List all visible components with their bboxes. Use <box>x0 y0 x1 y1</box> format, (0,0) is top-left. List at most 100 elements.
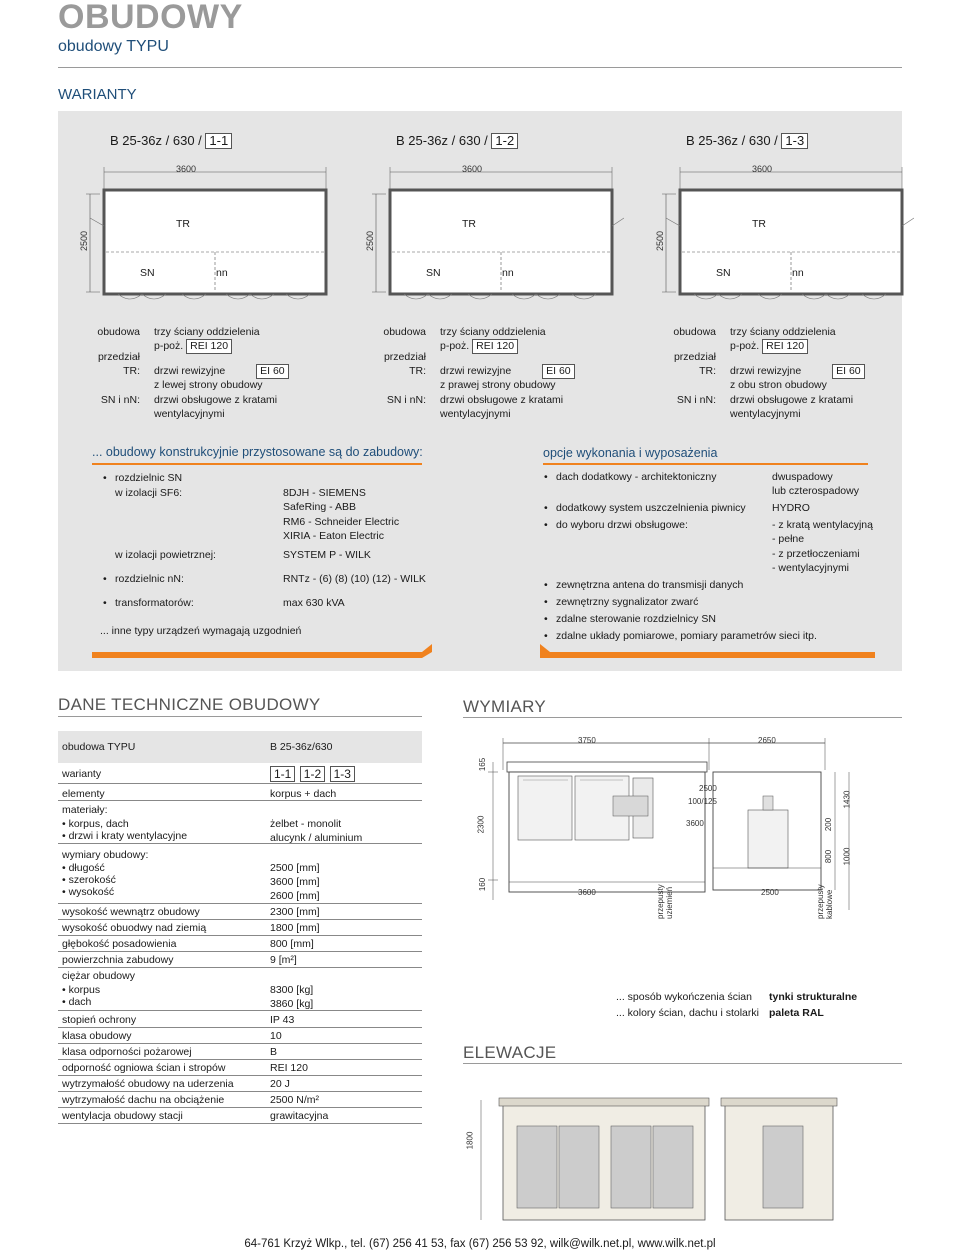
dim-2500: 2500 <box>699 784 717 793</box>
korpus-label: • korpus <box>62 984 101 996</box>
wymiary-drawing <box>488 738 850 910</box>
variant-row-text: drzwi rewizyjne EI 60 <box>154 364 289 379</box>
variant-row-label: SN i nN: <box>100 394 140 406</box>
dlugosc-value: 2500 [mm] <box>270 862 320 874</box>
table-row <box>58 919 422 936</box>
rating-box: REI 120 <box>472 339 519 354</box>
row-label: wysokość obuodwy nad ziemią <box>62 922 207 934</box>
table-row <box>58 1075 422 1092</box>
variant-row-label: SN i nN: <box>386 394 426 406</box>
variant-plan <box>662 167 914 300</box>
konstrukcja-heading: ... obudowy konstrukcyjnie przystosowane… <box>92 445 423 459</box>
tr-label: transformatorów: <box>103 596 194 610</box>
opcja-right: - z przetłoczeniami <box>772 548 860 560</box>
sf6-item: RM6 - Schneider Electric <box>283 516 400 528</box>
type-label: obudowa TYPU <box>62 741 136 753</box>
table-row <box>58 951 422 968</box>
table-row <box>58 1107 422 1124</box>
mat1-value: żelbet - monolit <box>270 818 342 830</box>
variant-code: 1-2 <box>491 133 519 149</box>
variant-row-text: p-poż. REI 120 <box>730 339 809 354</box>
table-row <box>58 1043 422 1060</box>
dach-label: • dach <box>62 996 92 1008</box>
dim-200: 200 <box>824 817 834 832</box>
rating-box: EI 60 <box>256 364 289 379</box>
sn-label: SN <box>716 267 731 279</box>
variant-plan <box>372 167 624 300</box>
mat1-label: • korpus, dach <box>62 818 129 830</box>
table-row <box>58 800 422 844</box>
rating-box: REI 120 <box>762 339 809 354</box>
dim-160: 160 <box>478 877 488 892</box>
dim-1000: 1000 <box>842 847 852 866</box>
tr-label: TR <box>752 218 766 230</box>
variant-row-label: TR: <box>699 365 716 377</box>
variant-code: 1-3 <box>781 133 809 149</box>
variant-row-text: z prawej strony obudowy <box>440 379 556 391</box>
row-label: odporność ogniowa ścian i stropów <box>62 1062 226 1074</box>
ciezar-label: ciężar obudowy <box>62 970 135 982</box>
opcja-item: dodatkowy system uszczelnienia piwnicy <box>544 501 746 515</box>
variant-row-label: obudowa <box>673 326 716 338</box>
row-value: 1800 [mm] <box>270 922 320 934</box>
szerokosc-value: 3600 [mm] <box>270 876 320 888</box>
variant-row-text: drzwi obsługowe z kratami <box>154 394 278 406</box>
dim-width: 3600 <box>176 164 197 174</box>
dane-divider <box>58 716 422 717</box>
opcja-item: dach dodatkowy - architektoniczny <box>544 470 716 484</box>
tr-label: TR <box>462 218 476 230</box>
row-value: 9 [m²] <box>270 954 297 966</box>
type-row <box>58 731 422 763</box>
warianty-codes: 1-1 1-2 1-3 <box>270 765 355 783</box>
variant-row-label: przedział <box>673 351 716 363</box>
rating-box: EI 60 <box>542 364 575 379</box>
row-label: powierzchnia zabudowy <box>62 954 174 966</box>
variant-plan <box>86 167 328 300</box>
opcje-heading: opcje wykonania i wyposażenia <box>543 446 718 460</box>
tr-label: TR <box>176 218 190 230</box>
dach-value: 3860 [kg] <box>270 998 314 1010</box>
dim-height: 2500 <box>655 230 666 252</box>
dim-3750: 3750 <box>578 736 596 745</box>
variant-code: 1-3 <box>329 766 355 782</box>
row-value: 2500 N/m² <box>270 1094 320 1106</box>
wymiary-label: wymiary obudowy: <box>62 849 149 861</box>
opcje-arrow <box>540 644 875 658</box>
row-value: REI 120 <box>270 1062 308 1074</box>
table-row <box>58 903 422 920</box>
przepusty-kablowe: przepusty kablowe <box>816 884 834 919</box>
footer-contact: 64-761 Krzyż Wlkp., tel. (67) 256 41 53,… <box>244 1238 716 1250</box>
table-row <box>58 935 422 952</box>
variant-title: B 25-36z / 630 / 1-2 <box>396 133 519 149</box>
page-subtitle: obudowy TYPU <box>58 38 169 55</box>
sf6-item: 8DJH - SIEMENS <box>283 487 366 499</box>
wysokosc-value: 2600 [mm] <box>270 890 320 902</box>
variant-code: 1-2 <box>299 766 326 782</box>
sn-label: SN <box>140 267 155 279</box>
variant-row-text: trzy ściany oddzielenia <box>440 326 546 338</box>
page-title: OBUDOWY <box>58 0 243 36</box>
table-row <box>58 1011 422 1028</box>
opcja-right: - wentylacyjnymi <box>772 562 850 574</box>
variant-row-text: z obu stron obudowy <box>730 379 827 391</box>
sf6-item: SafeRing - ABB <box>283 501 356 513</box>
konstrukcja-arrow <box>92 644 432 658</box>
warianty-heading: WARIANTY <box>58 86 137 103</box>
variant-row-label: TR: <box>123 365 140 377</box>
sn-label: rozdzielnic SN <box>103 471 182 485</box>
header-divider <box>58 67 902 68</box>
row-label: wysokość wewnątrz obudowy <box>62 906 200 918</box>
opcja-item: zewnętrzna antena do transmisji danych <box>544 578 743 592</box>
dim-1800: 1800 <box>465 1131 475 1150</box>
row-label: stopień ochrony <box>62 1014 137 1026</box>
dim-width: 3600 <box>462 164 483 174</box>
variant-row-label: SN i nN: <box>676 394 716 406</box>
row-value: 2300 [mm] <box>270 906 320 918</box>
row-label: klasa obudowy <box>62 1030 132 1042</box>
opcja-right: dwuspadowy <box>772 471 833 483</box>
dim-height: 2500 <box>79 230 90 252</box>
row-value: 20 J <box>270 1078 290 1090</box>
variant-row-text: p-poż. REI 120 <box>154 339 233 354</box>
variant-row-label: obudowa <box>97 326 140 338</box>
row-label: wytrzymałość dachu na obciążenie <box>62 1094 225 1106</box>
